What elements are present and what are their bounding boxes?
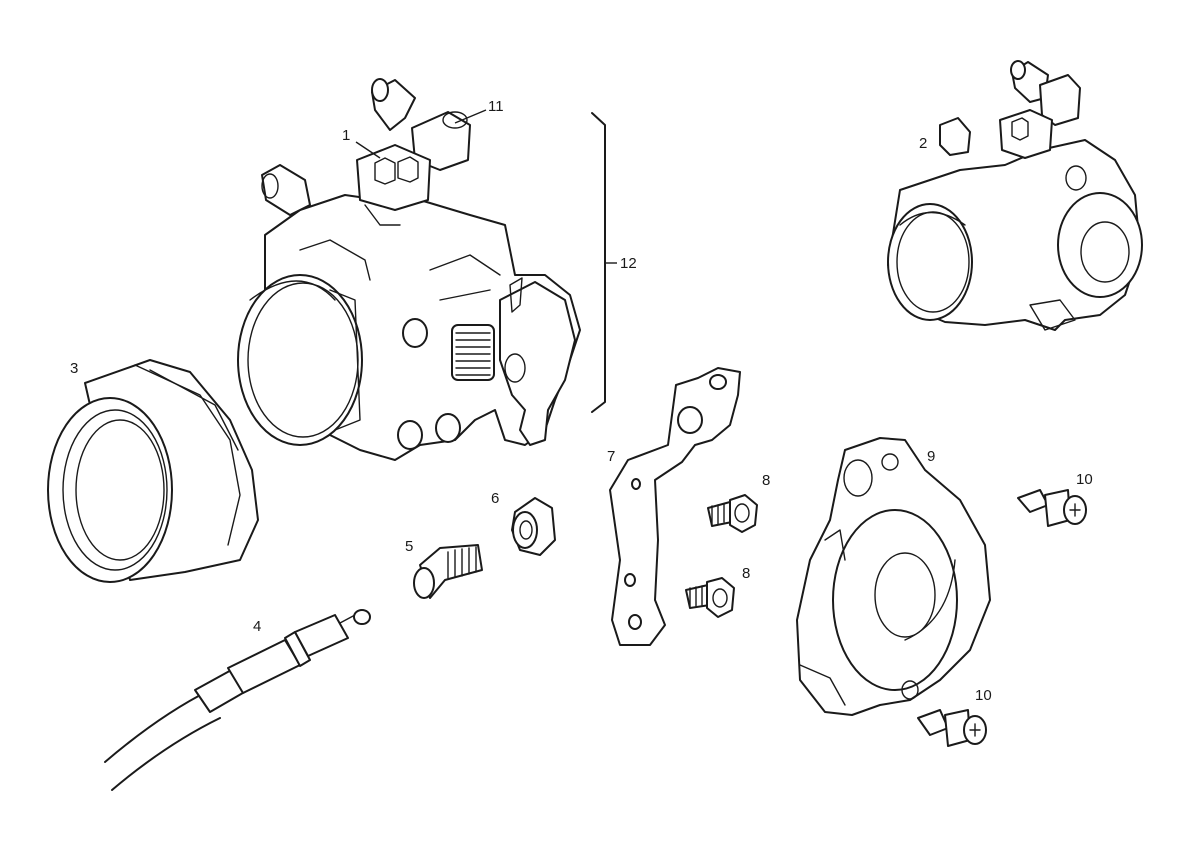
callout-1: 1 xyxy=(342,127,350,144)
callout-5: 5 xyxy=(405,538,413,555)
return-spring xyxy=(451,324,495,381)
screw-with-clip-upper xyxy=(1017,489,1087,527)
throttle-body-complete xyxy=(887,60,1143,331)
cable-adjuster xyxy=(413,544,483,599)
throttle-body-assembly xyxy=(237,78,581,461)
callout-3: 3 xyxy=(70,360,78,377)
callout-7: 7 xyxy=(607,448,615,465)
throttle-cable xyxy=(104,609,371,791)
hex-bolt-upper xyxy=(707,494,758,533)
callout-8-upper: 8 xyxy=(762,472,770,489)
callout-2: 2 xyxy=(919,135,927,152)
callout-11: 11 xyxy=(488,98,504,115)
callout-6: 6 xyxy=(491,490,499,507)
mounting-bracket xyxy=(609,367,741,646)
callout-10-upper: 10 xyxy=(1076,471,1093,488)
callout-10-lower: 10 xyxy=(975,687,992,704)
intake-sleeve xyxy=(47,359,259,583)
locknut xyxy=(511,497,556,556)
callout-4: 4 xyxy=(253,618,261,635)
assembly-bracket xyxy=(591,112,606,413)
callout-9: 9 xyxy=(927,448,935,465)
hex-bolt-lower xyxy=(685,577,735,618)
throttle-cover xyxy=(796,437,991,716)
callout-12: 12 xyxy=(620,255,637,272)
screw-with-clip-lower xyxy=(917,709,987,747)
callout-8-lower: 8 xyxy=(742,565,750,582)
